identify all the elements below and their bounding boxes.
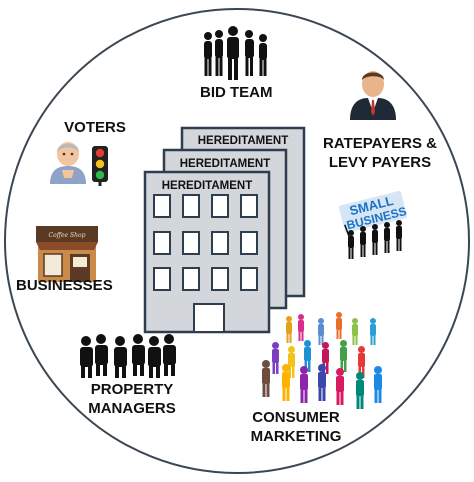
businessman-icon [350,71,396,120]
traffic-light-icon [92,146,108,186]
label-property-managers: PROPERTY MANAGERS [88,381,176,417]
label-voters: VOTERS [64,119,126,136]
svg-text:Coffee Shop: Coffee Shop [49,232,86,239]
building-middle-title: HEREDITAMENT [180,158,271,170]
label-businesses: BUSINESSES [16,277,113,294]
shop-icon: Coffee Shop [36,226,98,282]
building-door [193,303,225,333]
voter-person-icon [50,142,86,184]
label-ratepayers: RATEPAYERS & LEVY PAYERS [323,135,437,171]
label-consumer-marketing: CONSUMER MARKETING [250,409,342,445]
team-silhouettes-icon [204,26,267,80]
colorful-crowd-icon [262,312,382,409]
label-bid-team: BID TEAM [200,84,273,101]
building-front: HEREDITAMENT [143,170,271,334]
small-business-sign-icon: SMALL BUSINESS [338,190,408,259]
building-front-title: HEREDITAMENT [162,180,253,192]
building-back-title: HEREDITAMENT [198,135,289,147]
building-windows [153,194,258,291]
managers-silhouettes-icon [80,334,176,378]
